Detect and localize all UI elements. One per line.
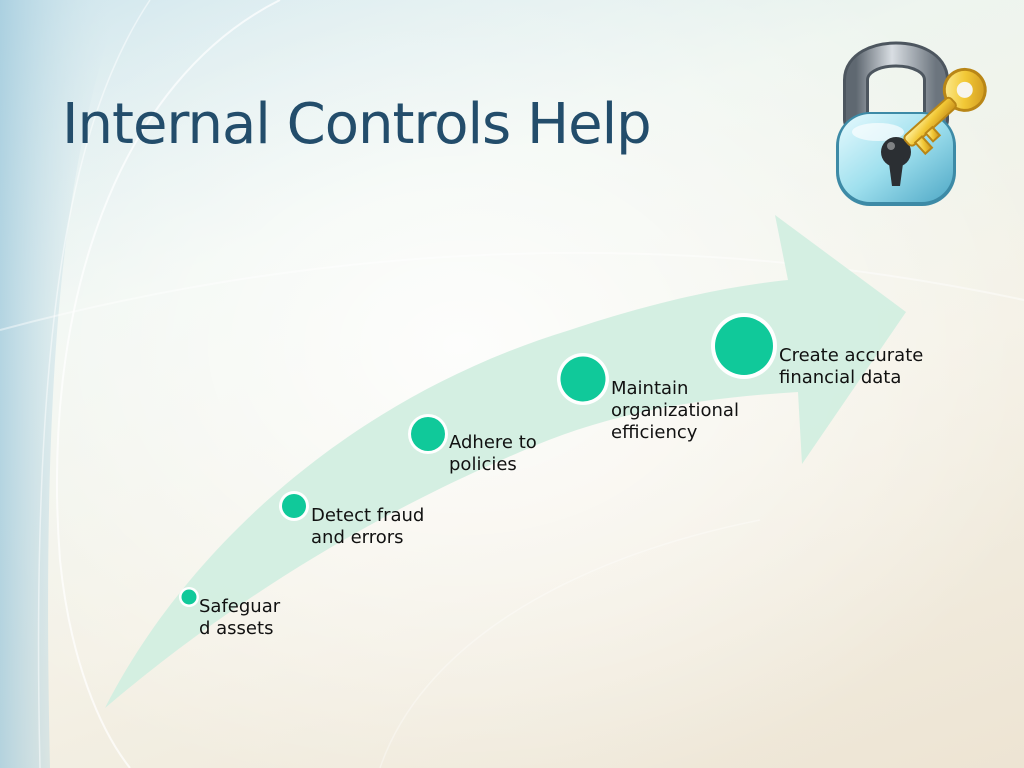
step-dot-4 (557, 353, 609, 405)
step-dot-1 (179, 587, 199, 607)
padlock-with-key-icon (836, 41, 987, 206)
slide-title: Internal Controls Help (62, 92, 652, 157)
step-label-safeguard-assets: Safeguar d assets (199, 596, 281, 639)
step-label-accurate-data: Create accurate financial data (779, 345, 924, 388)
process-arrow (105, 215, 906, 708)
step-dot-3 (408, 414, 448, 454)
step-label-adhere-policies: Adhere to policies (449, 432, 537, 475)
step-dot-5 (711, 313, 777, 379)
step-label-maintain-efficiency: Maintain organizational efficiency (611, 378, 739, 443)
step-dot-2 (279, 491, 309, 521)
step-label-detect-fraud: Detect fraud and errors (311, 505, 425, 548)
